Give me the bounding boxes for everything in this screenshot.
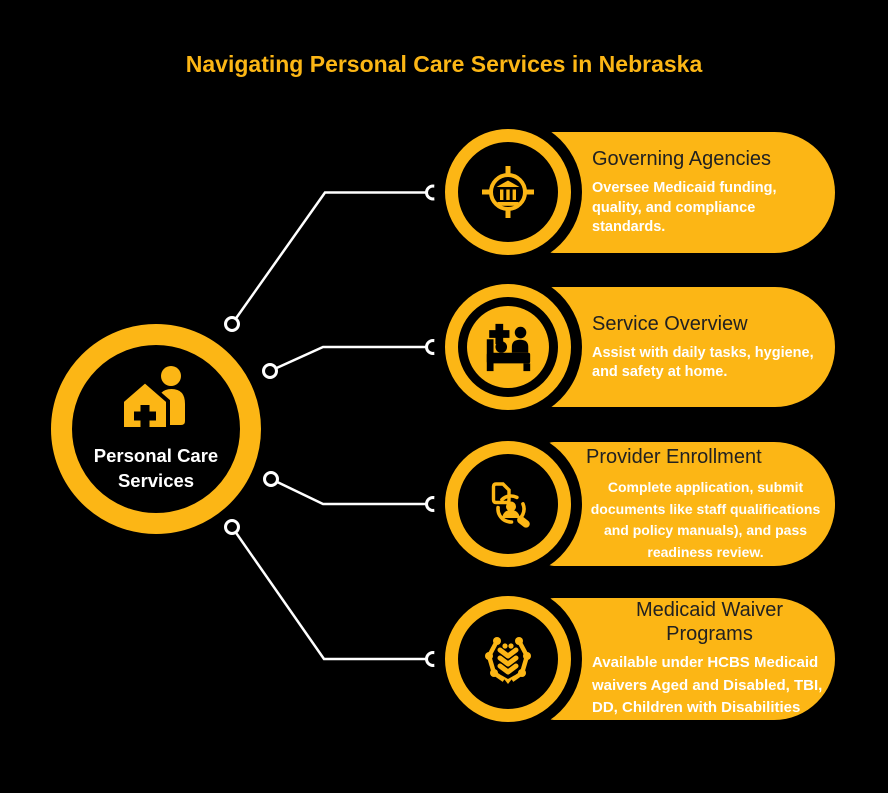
card-service-overview: Service Overview Assist with daily tasks… <box>540 287 835 407</box>
service-overview-icon <box>467 306 549 388</box>
card-description: Available under HCBS Medicaid waivers Ag… <box>592 654 823 717</box>
card-description: Oversee Medicaid funding, quality, and c… <box>592 180 777 236</box>
card-title: Provider Enrollment <box>586 446 762 468</box>
medicaid-waiver-icon <box>445 596 571 722</box>
hub-label: Personal Care Services <box>93 445 219 491</box>
card-description: Complete application, submit documents l… <box>590 479 821 560</box>
home-care-icon <box>118 365 194 438</box>
governing-agencies-icon <box>445 129 571 255</box>
card-title: Medicaid Waiver Programs <box>635 599 784 646</box>
badge-provider-enrollment <box>434 430 582 578</box>
badge-governing-agencies <box>434 118 582 266</box>
node-dot <box>224 316 240 332</box>
card-title: Governing Agencies <box>592 148 772 171</box>
node-dot <box>262 363 278 379</box>
card-medicaid-waiver-programs: Medicaid Waiver Programs Available under… <box>540 598 835 720</box>
page-title: Navigating Personal Care Services in Neb… <box>185 51 703 77</box>
hub-personal-care-services: Personal Care Services <box>51 324 261 534</box>
provider-enrollment-icon <box>445 441 571 567</box>
card-description: Assist with daily tasks, hygiene, and sa… <box>592 344 814 381</box>
badge-service-overview <box>434 273 582 421</box>
badge-medicaid-waiver-programs <box>434 585 582 733</box>
card-governing-agencies: Governing Agencies Oversee Medicaid fund… <box>540 132 835 253</box>
node-dot <box>224 519 240 535</box>
card-title: Service Overview <box>592 312 748 335</box>
card-provider-enrollment: Provider Enrollment Complete application… <box>540 442 835 566</box>
node-dot <box>263 471 279 487</box>
